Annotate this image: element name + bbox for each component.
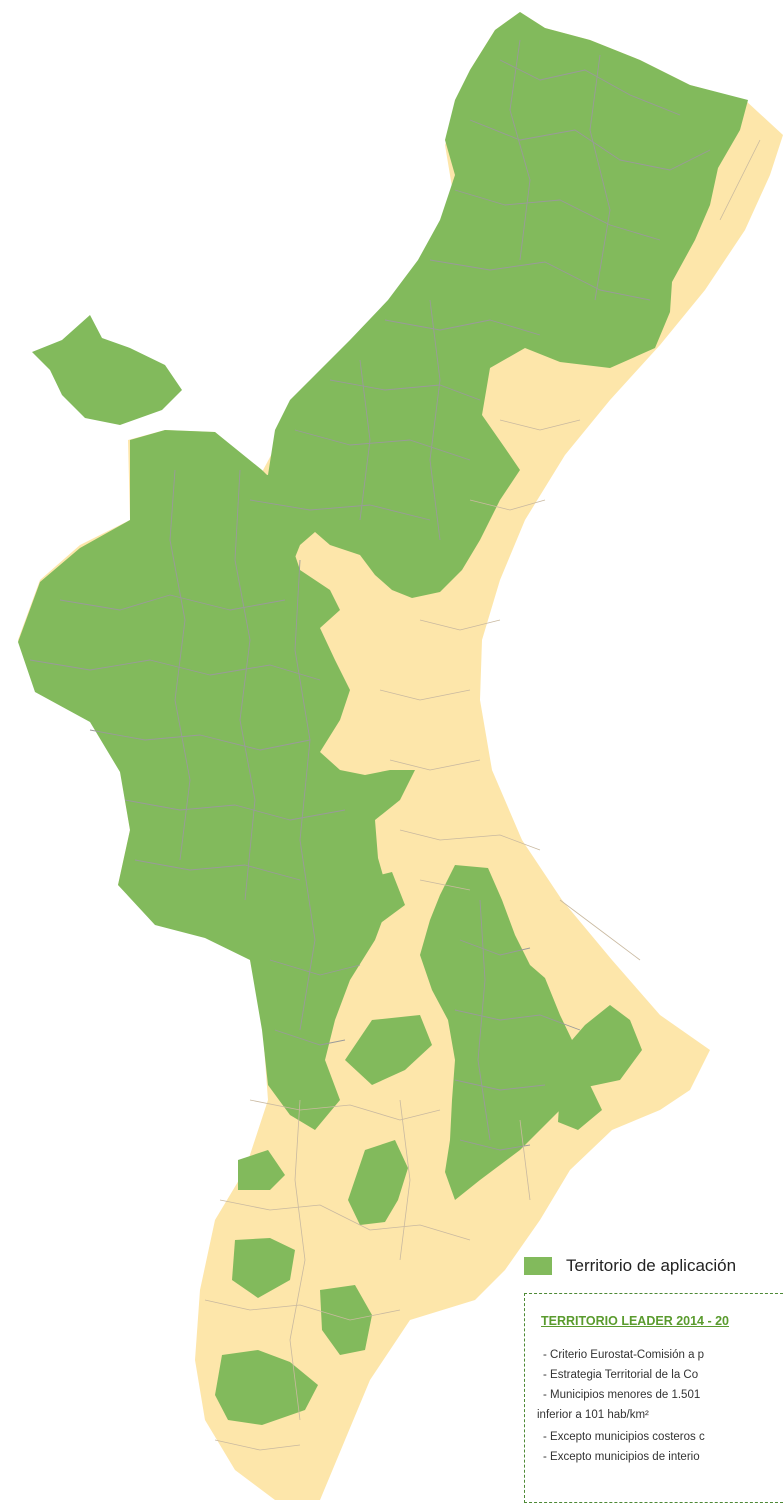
coastal-boundaries xyxy=(204,139,761,1451)
leader-central-block xyxy=(420,865,642,1200)
leader-west-block xyxy=(18,430,415,1130)
leader-enclave xyxy=(32,315,182,425)
info-line-3: - Municipios menores de 1.501 xyxy=(543,1389,701,1401)
info-line-6: - Excepto municipios de interio xyxy=(543,1451,700,1463)
leader-orihuela xyxy=(320,1285,372,1355)
leader-small-3 xyxy=(255,685,300,735)
leader-east-mountains xyxy=(345,1015,432,1085)
leader-small-4 xyxy=(360,872,405,925)
map-legend: Territorio de aplicación xyxy=(524,1255,736,1277)
legend-label: Territorio de aplicación xyxy=(566,1256,737,1275)
municipal-boundaries xyxy=(29,39,711,1151)
info-line-4: inferior a 101 hab/km² xyxy=(537,1409,649,1421)
leader-small-1 xyxy=(238,1150,285,1190)
info-line-5: - Excepto municipios costeros c xyxy=(543,1431,705,1443)
info-box-title: TERRITORIO LEADER 2014 - 20 xyxy=(541,1314,730,1328)
leader-south xyxy=(215,1350,318,1425)
info-line-1: - Criterio Eurostat-Comisión a p xyxy=(543,1349,705,1361)
leader-orihuela-north xyxy=(232,1238,295,1298)
leader-north-block xyxy=(185,12,748,598)
legend-swatch-leader xyxy=(524,1257,552,1275)
non-leader-territory xyxy=(18,12,783,1500)
info-line-2: - Estrategia Territorial de la Co xyxy=(543,1369,699,1381)
leader-small-2 xyxy=(558,1085,602,1130)
leader-villena xyxy=(348,1140,408,1225)
leader-info-box: TERRITORIO LEADER 2014 - 20 - Criterio E… xyxy=(524,1293,783,1503)
